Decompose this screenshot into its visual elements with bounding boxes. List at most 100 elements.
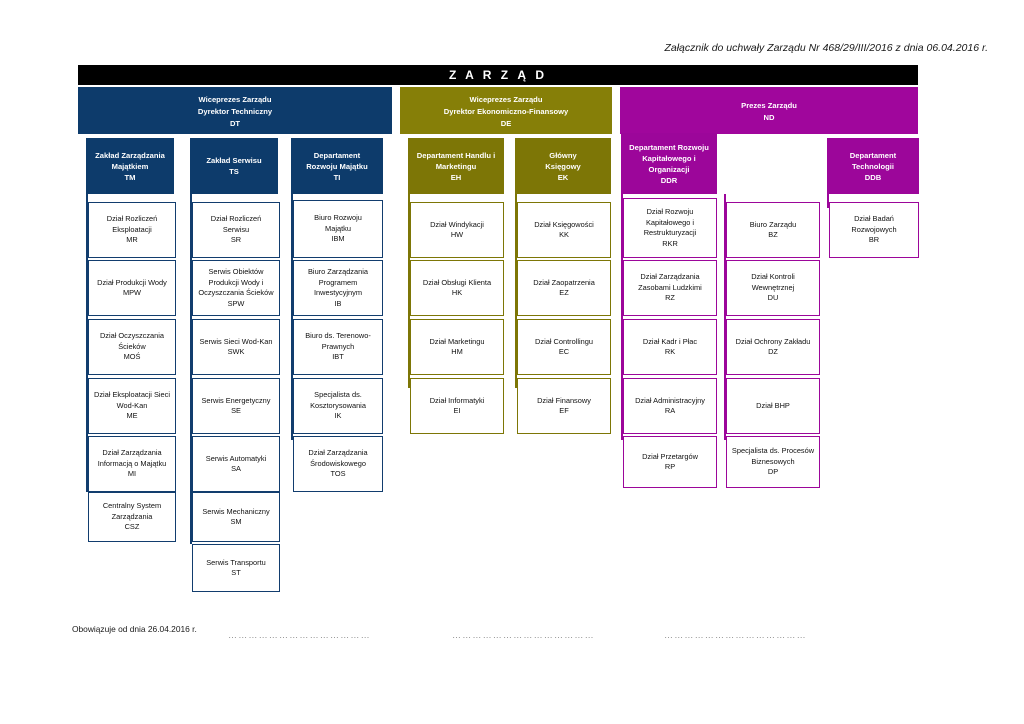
connector-trunk-eh bbox=[408, 194, 410, 388]
unit-code: EC bbox=[558, 347, 570, 356]
unit-box: Dział Administracyjny RA bbox=[623, 378, 717, 434]
division-header-ddr: Departament Rozwoju Kapitałowego i Organ… bbox=[621, 133, 717, 194]
unit-line2: Majątku bbox=[325, 223, 351, 233]
unit-line1: Dział BHP bbox=[756, 400, 790, 410]
division-code: EK bbox=[557, 172, 569, 182]
executive-band-de: Wiceprezes Zarządu Dyrektor Ekonomiczno-… bbox=[400, 87, 612, 134]
division-header-ti: Departament Rozwoju Majątku TI bbox=[291, 138, 383, 194]
unit-line3: Inwestycyjnym bbox=[313, 288, 363, 297]
unit-code: IBM bbox=[331, 234, 345, 244]
unit-line1: Dział Marketingu bbox=[429, 336, 485, 346]
unit-code: HK bbox=[451, 288, 463, 297]
unit-box: Dział Kadr i Płac RK bbox=[623, 319, 717, 375]
division-name-line2: Kapitałowego i bbox=[642, 153, 696, 163]
unit-code: DP bbox=[767, 467, 779, 477]
unit-line1: Dział Kadr i Płac bbox=[642, 336, 698, 346]
unit-code: SE bbox=[231, 406, 241, 415]
unit-line2: Programem bbox=[318, 277, 358, 287]
executive-code: ND bbox=[763, 112, 775, 122]
division-header-ek: Główny Księgowy EK bbox=[515, 138, 611, 194]
unit-box: Dział Oczyszczania Ścieków MOŚ bbox=[88, 319, 176, 375]
unit-line1: Dział Ochrony Zakładu bbox=[735, 336, 811, 346]
unit-box: Dział Zarządzania Informacją o Majątku M… bbox=[88, 436, 176, 492]
division-name-line2: Rozwoju Majątku bbox=[306, 161, 368, 171]
unit-box: Dział Eksploatacji Sieci Wod-Kan ME bbox=[88, 378, 176, 434]
connector-trunk-tm bbox=[86, 194, 88, 492]
unit-code: CSZ bbox=[124, 522, 140, 532]
division-header-ddb: Departament Technologii DDB bbox=[827, 138, 919, 194]
division-code: TI bbox=[333, 172, 341, 182]
unit-box: Dział Rozliczeń Serwisu SR bbox=[192, 202, 280, 258]
unit-box: Dział BHP bbox=[726, 378, 820, 434]
unit-box: Serwis Transportu ST bbox=[192, 544, 280, 592]
unit-line2: Zasobami Ludzkimi bbox=[638, 282, 702, 292]
unit-line1: Serwis Transportu bbox=[206, 557, 266, 567]
unit-box: Dział Windykacji HW bbox=[410, 202, 504, 258]
unit-code: ME bbox=[126, 411, 138, 421]
unit-line2: Informacją o Majątku bbox=[97, 458, 167, 468]
executive-title: Prezes Zarządu bbox=[741, 100, 797, 110]
unit-line1: Specjalista ds. Procesów bbox=[731, 446, 815, 456]
unit-code: MPW bbox=[122, 288, 142, 297]
unit-line1: Dział Zarządzania bbox=[640, 272, 700, 282]
division-name-line1: Departament bbox=[849, 150, 897, 160]
unit-line1: Dział Przetargów bbox=[642, 451, 698, 461]
unit-line3: Restrukturyzacji bbox=[643, 228, 697, 237]
unit-line1: Dział Zarządzania bbox=[308, 448, 368, 458]
unit-line2: Produkcji Wody i bbox=[208, 277, 264, 287]
unit-line2: Kosztorysowania bbox=[310, 400, 366, 410]
unit-code: EZ bbox=[559, 288, 569, 297]
executive-title: Wiceprezes Zarządu bbox=[198, 94, 272, 104]
unit-line1: Dział Controllingu bbox=[535, 336, 593, 346]
unit-code: IB bbox=[334, 298, 342, 308]
unit-line1: Dział Produkcji Wody bbox=[97, 277, 167, 287]
executive-code: DE bbox=[500, 118, 512, 128]
division-header-eh: Departament Handlu i Marketingu EH bbox=[408, 138, 504, 194]
unit-box: Dział Zaopatrzenia EZ bbox=[517, 260, 611, 316]
executive-band-nd: Prezes Zarządu ND bbox=[620, 87, 918, 134]
unit-code: IBT bbox=[332, 352, 344, 362]
division-name-line2: Marketingu bbox=[435, 161, 477, 171]
unit-box: Biuro Zarządu BZ bbox=[726, 202, 820, 258]
division-name-line1: Zakład Serwisu bbox=[206, 156, 262, 165]
unit-box: Biuro ds. Terenowo- Prawnych IBT bbox=[293, 319, 383, 375]
executive-title: Wiceprezes Zarządu bbox=[469, 94, 543, 104]
signature-line-2: …………………………………… bbox=[452, 630, 595, 640]
unit-box: Dział Kontroli Wewnętrznej DU bbox=[726, 260, 820, 316]
unit-line1: Serwis Mechaniczny bbox=[202, 506, 270, 516]
unit-box: Dział Księgowości KK bbox=[517, 202, 611, 258]
unit-line1: Dział Zarządzania bbox=[102, 448, 162, 458]
division-name-line2: Majątkiem bbox=[111, 161, 149, 171]
connector-trunk-ts bbox=[190, 194, 192, 544]
unit-code: HM bbox=[451, 347, 463, 356]
board-title-bar: Z A R Z Ą D bbox=[78, 65, 918, 85]
unit-line1: Dział Informatyki bbox=[429, 395, 485, 405]
unit-box: Dział Przetargów RP bbox=[623, 436, 717, 488]
division-name-line1: Departament Handlu i bbox=[416, 150, 496, 160]
unit-line2: Serwisu bbox=[222, 224, 250, 234]
division-code: TM bbox=[124, 172, 136, 182]
unit-box: Dział Ochrony Zakładu DZ bbox=[726, 319, 820, 375]
unit-code: MR bbox=[126, 235, 138, 245]
unit-code: DZ bbox=[768, 347, 778, 356]
unit-line2: Prawnych bbox=[321, 341, 355, 351]
unit-code: SM bbox=[230, 517, 242, 526]
unit-line1: Dział Rozwoju bbox=[646, 207, 694, 216]
unit-code: MOŚ bbox=[123, 352, 141, 362]
unit-line2: Środowiskowego bbox=[310, 458, 366, 468]
division-name-line1: Departament bbox=[313, 150, 361, 160]
unit-box: Serwis Mechaniczny SM bbox=[192, 492, 280, 542]
signature-line-3: …………………………………… bbox=[664, 630, 807, 640]
division-header-tm: Zakład Zarządzania Majątkiem TM bbox=[86, 138, 174, 194]
unit-line1: Dział Finansowy bbox=[537, 395, 591, 405]
unit-box: Dział Controllingu EC bbox=[517, 319, 611, 375]
unit-code: MI bbox=[127, 469, 137, 479]
unit-box: Specjalista ds. Procesów Biznesowych DP bbox=[726, 436, 820, 488]
unit-line1: Serwis Sieci Wod-Kan bbox=[199, 336, 273, 346]
document-reference-note: Załącznik do uchwały Zarządu Nr 468/29/I… bbox=[664, 42, 988, 54]
connector-trunk-nd bbox=[724, 194, 726, 440]
unit-box: Dział Produkcji Wody MPW bbox=[88, 260, 176, 316]
division-name-line3: Organizacji bbox=[648, 164, 690, 174]
connector-trunk-ddb bbox=[827, 194, 829, 208]
unit-box: Dział Marketingu HM bbox=[410, 319, 504, 375]
